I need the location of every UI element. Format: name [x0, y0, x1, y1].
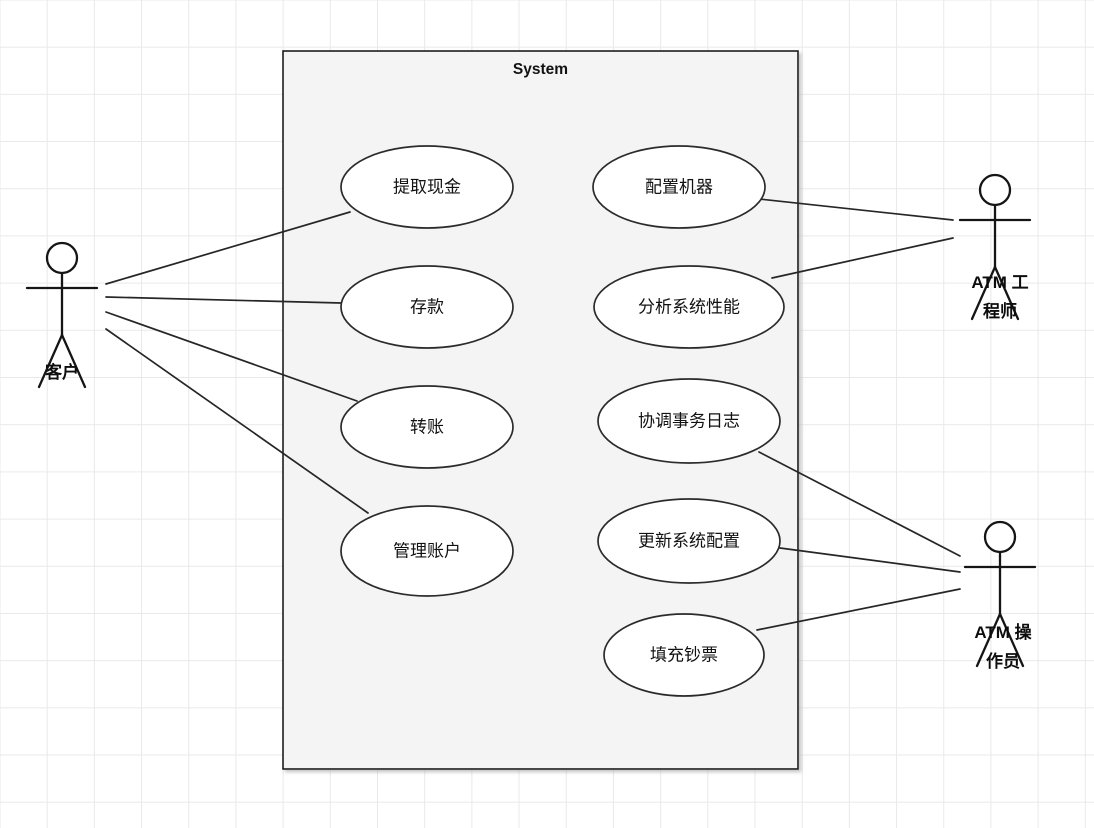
uc-withdraw-cash-shape[interactable]	[340, 145, 514, 229]
actor-atm-engineer-head-icon	[978, 173, 1012, 207]
actor-atm-operator-right-leg	[998, 612, 1025, 668]
uc-update-config-shape[interactable]	[597, 498, 781, 584]
assoc-customer-deposit[interactable]	[105, 296, 342, 304]
actor-atm-engineer-label-line-0: ATM 工	[971, 273, 1028, 292]
uc-configure-machine-label: 配置机器	[645, 177, 713, 196]
actor-customer-left-leg	[37, 333, 64, 389]
uc-transfer[interactable]: 转账	[340, 385, 514, 469]
actor-layer: 客户 ATM 工程师 ATM 操作员	[25, 173, 1037, 671]
system-boundary-title: System	[513, 61, 568, 78]
association-layer	[105, 198, 961, 631]
actor-atm-engineer-right-leg	[993, 265, 1020, 321]
actor-customer-right-leg	[60, 333, 87, 389]
uc-refill-cash-shape[interactable]	[603, 613, 765, 697]
assoc-engineer-analyze[interactable]	[771, 237, 954, 279]
actor-atm-engineer-left-leg	[970, 265, 997, 321]
assoc-operator-refill[interactable]	[756, 588, 961, 631]
uc-deposit[interactable]: 存款	[340, 265, 514, 349]
uc-coordinate-log[interactable]: 协调事务日志	[597, 378, 781, 464]
uc-withdraw-cash-label: 提取现金	[393, 177, 461, 196]
assoc-operator-coordlog[interactable]	[758, 451, 961, 557]
uc-coordinate-log-label: 协调事务日志	[638, 411, 740, 430]
actor-atm-operator[interactable]: ATM 操作员	[963, 520, 1037, 671]
uc-configure-machine[interactable]: 配置机器	[592, 145, 766, 229]
uc-deposit-label: 存款	[410, 297, 444, 316]
assoc-customer-transfer[interactable]	[105, 311, 358, 402]
uc-manage-account-label: 管理账户	[393, 541, 461, 560]
uc-analyze-perf-shape[interactable]	[593, 265, 785, 349]
uc-deposit-shape[interactable]	[340, 265, 514, 349]
uc-refill-cash-label: 填充钞票	[650, 645, 718, 664]
assoc-operator-updatecfg[interactable]	[779, 547, 961, 573]
uc-analyze-perf-label: 分析系统性能	[638, 297, 740, 316]
uc-refill-cash[interactable]: 填充钞票	[603, 613, 765, 697]
actor-atm-engineer[interactable]: ATM 工程师	[958, 173, 1032, 321]
actor-customer[interactable]: 客户	[25, 241, 99, 389]
actor-atm-operator-label-line-0: ATM 操	[974, 622, 1031, 642]
uc-update-config[interactable]: 更新系统配置	[597, 498, 781, 584]
actor-customer-head-icon	[45, 241, 79, 275]
actor-atm-operator-label-line-1: 作员	[986, 651, 1020, 671]
uc-manage-account-shape[interactable]	[340, 505, 514, 597]
uc-withdraw-cash[interactable]: 提取现金	[340, 145, 514, 229]
actor-customer-label-line-0: 客户	[44, 362, 79, 382]
assoc-engineer-configure[interactable]	[758, 198, 954, 221]
uc-manage-account[interactable]: 管理账户	[340, 505, 514, 597]
actor-atm-operator-left-leg	[975, 612, 1002, 668]
uc-transfer-label: 转账	[410, 417, 444, 436]
uc-update-config-label: 更新系统配置	[638, 531, 740, 550]
actor-atm-operator-head-icon	[983, 520, 1017, 554]
uc-transfer-shape[interactable]	[340, 385, 514, 469]
assoc-customer-manage[interactable]	[105, 328, 369, 514]
actor-atm-engineer-label-line-1: 程师	[983, 301, 1017, 321]
assoc-customer-withdraw[interactable]	[105, 211, 351, 285]
uc-analyze-perf[interactable]: 分析系统性能	[593, 265, 785, 349]
uc-coordinate-log-shape[interactable]	[597, 378, 781, 464]
uc-configure-machine-shape[interactable]	[592, 145, 766, 229]
